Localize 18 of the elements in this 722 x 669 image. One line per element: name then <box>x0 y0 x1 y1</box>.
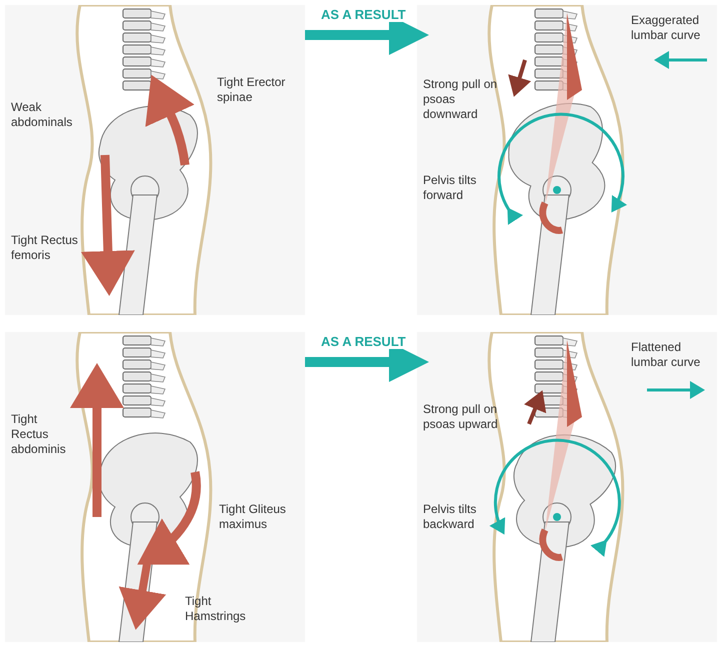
illustration-panel <box>417 5 717 315</box>
muscle-label: Weak abdominals <box>11 100 73 130</box>
muscle-label: Pelvis tilts backward <box>423 502 478 532</box>
muscle-label: Strong pull on psoas upward <box>423 402 499 432</box>
illustration-panel <box>5 5 305 315</box>
muscle-label: Tight Gliteus maximus <box>219 502 287 532</box>
muscle-label: Strong pull on psoas downward <box>423 77 498 122</box>
muscle-label: Tight Rectus abdominis <box>11 412 67 457</box>
illustration-panel <box>5 332 305 642</box>
muscle-label: Tight Erector spinae <box>217 75 286 105</box>
muscle-label: Tight Rectus femoris <box>11 233 79 263</box>
edge-label: AS A RESULT <box>319 7 408 22</box>
muscle-label: Exaggerated lumbar curve <box>631 13 702 43</box>
muscle-label: Flattened lumbar curve <box>631 340 702 370</box>
illustration-panel <box>417 332 717 642</box>
muscle-label: Pelvis tilts forward <box>423 173 478 203</box>
muscle-label: Tight Hamstrings <box>185 594 247 624</box>
edge-label: AS A RESULT <box>319 334 408 349</box>
